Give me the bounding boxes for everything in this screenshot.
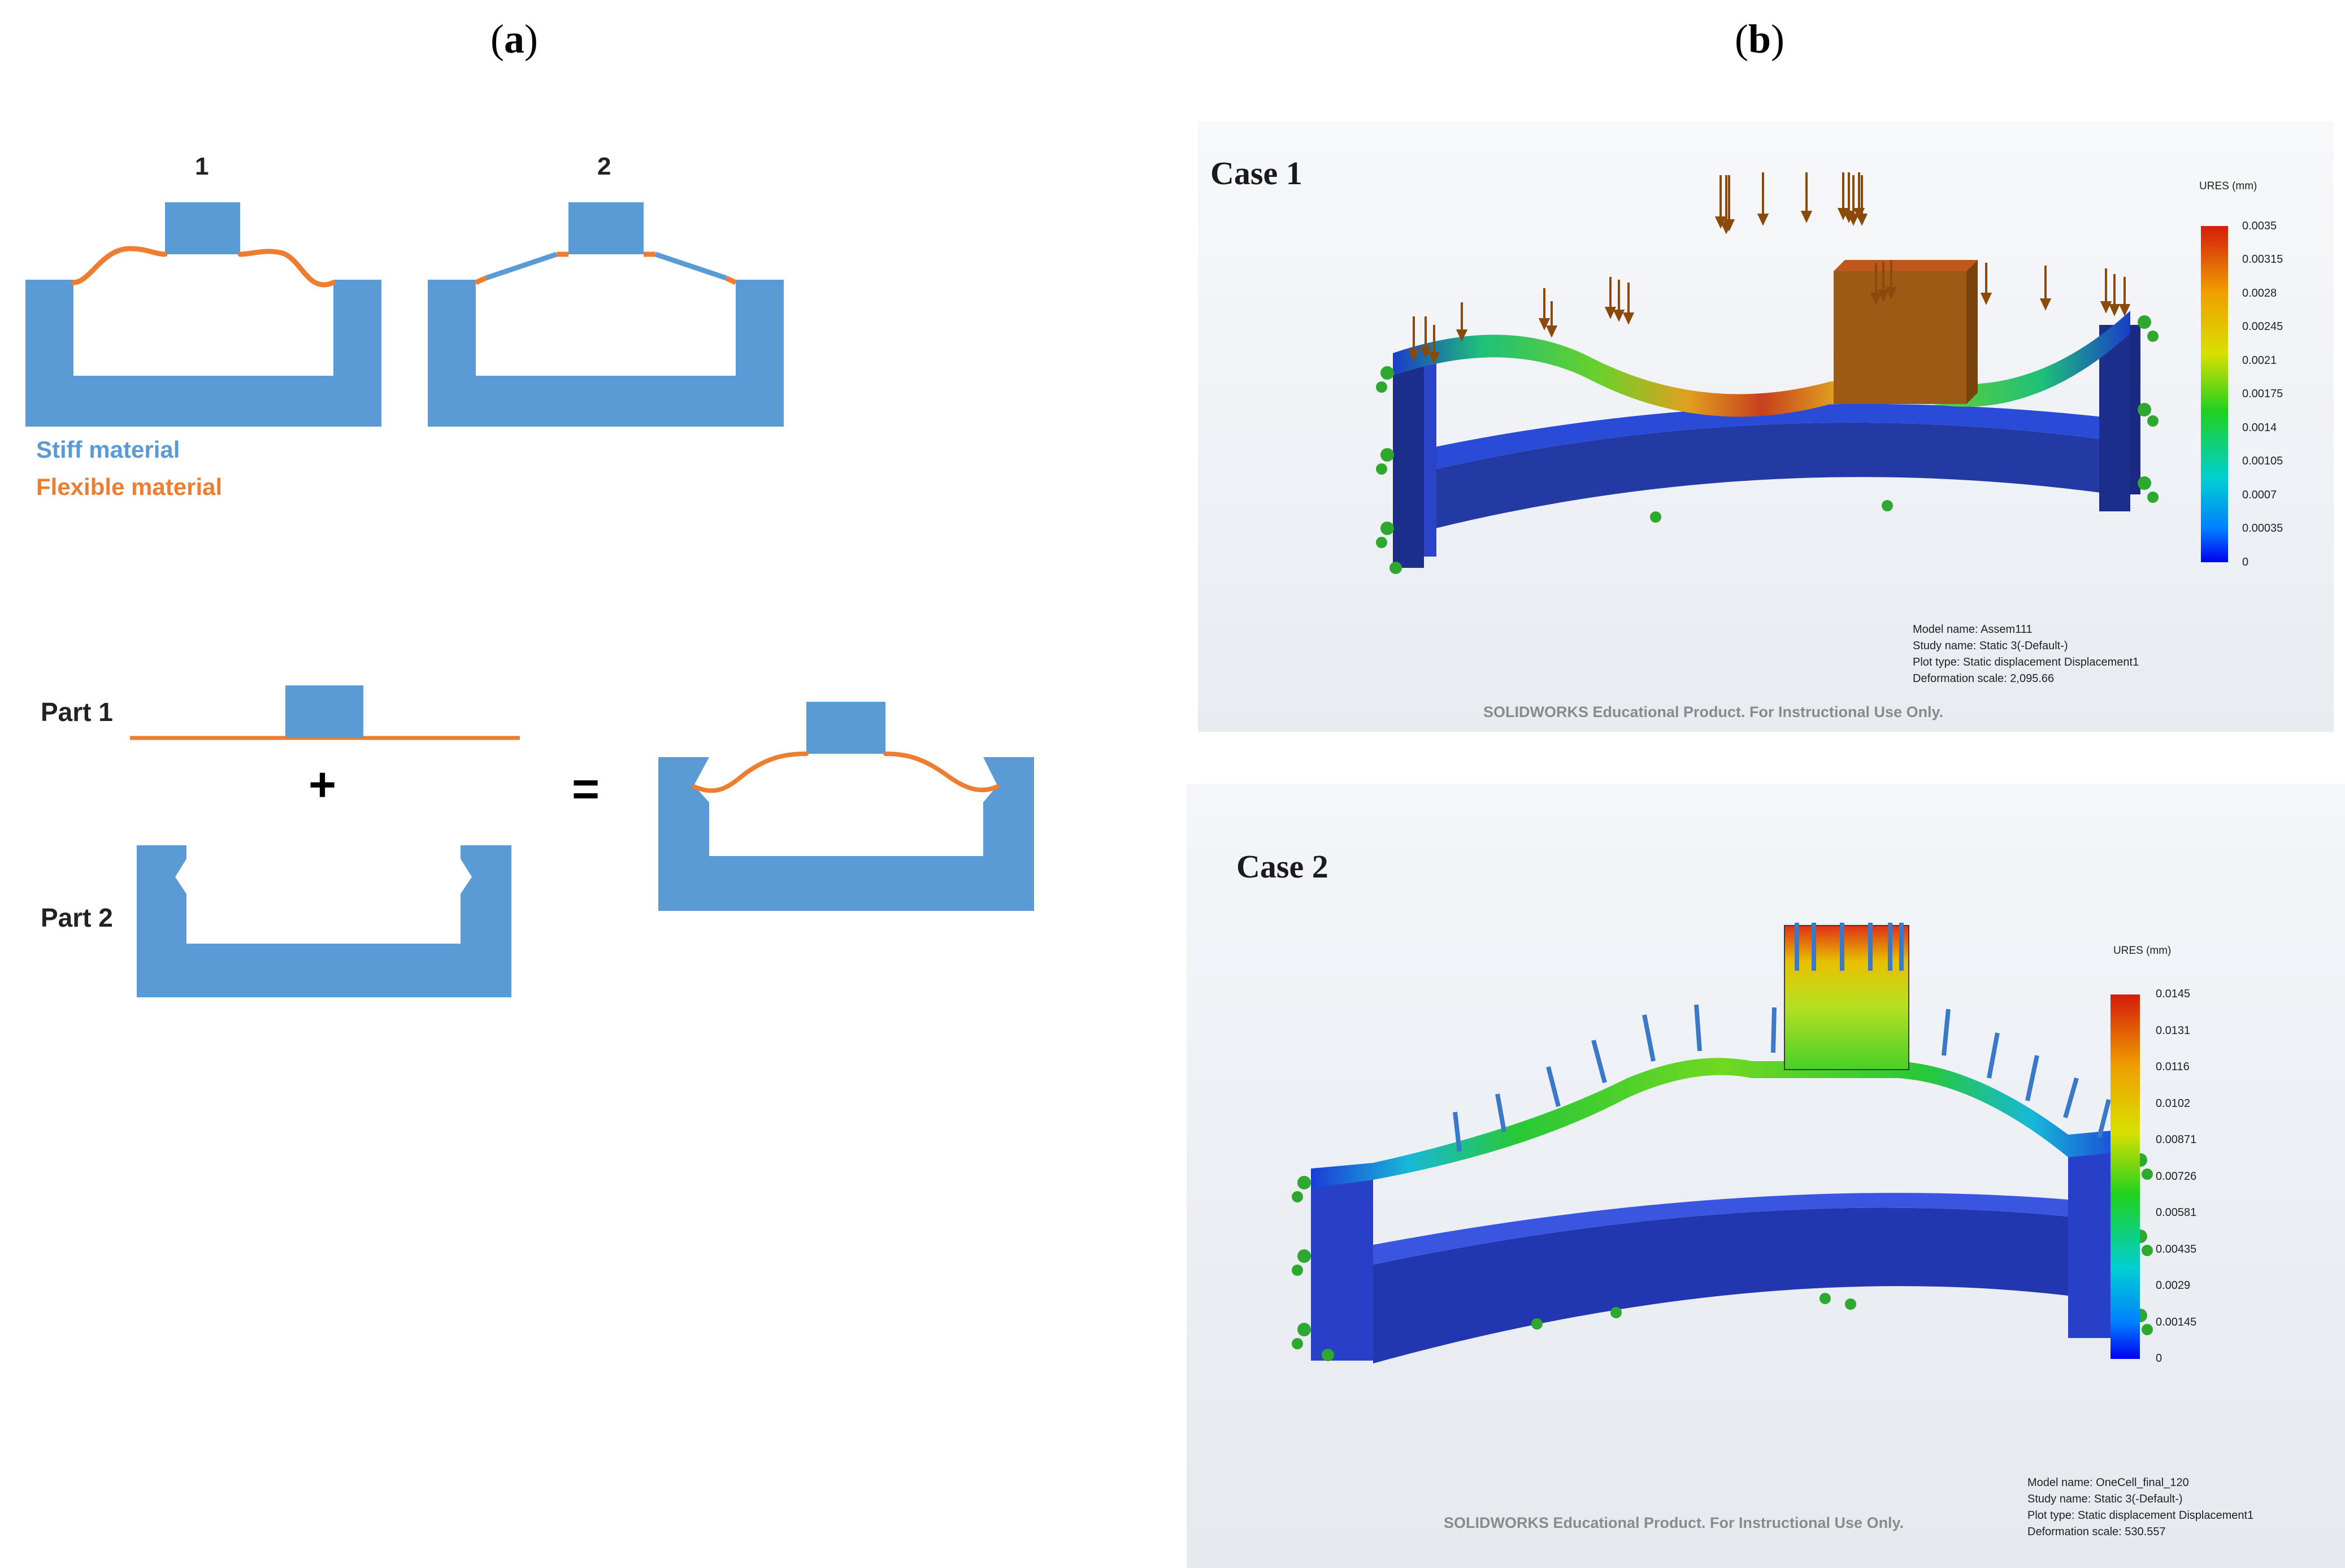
case-2-simulation: Case 2 bbox=[1187, 784, 2345, 1568]
equals-sign: = bbox=[572, 762, 600, 815]
case-1-model-name: Model name: Assem111 bbox=[1913, 623, 2033, 636]
legend-flexible: Flexible material bbox=[36, 474, 223, 500]
assembled-frame bbox=[658, 757, 1034, 911]
case-2-metadata: Model name: OneCell_final_120 Study name… bbox=[2027, 1475, 2253, 1540]
legend-stiff: Stiff material bbox=[36, 436, 180, 463]
case-2-tick: 0.0145 bbox=[2156, 988, 2191, 1000]
case-2-model-name: Model name: OneCell_final_120 bbox=[2027, 1476, 2189, 1489]
case-2-watermark: SOLIDWORKS Educational Product. For Inst… bbox=[1444, 1514, 1904, 1531]
case-2-tick: 0.00435 bbox=[2156, 1243, 2197, 1256]
stiff-block-1 bbox=[165, 202, 240, 254]
case-1-tick: 0 bbox=[2242, 556, 2249, 568]
variant-1-label: 1 bbox=[195, 153, 209, 180]
case-1-study-name: Study name: Static 3(-Default-) bbox=[1913, 640, 2068, 652]
assembled-block bbox=[806, 702, 885, 754]
case-2-tick: 0.00871 bbox=[2156, 1133, 2197, 1146]
part-1-diagram bbox=[130, 685, 520, 740]
stiff-block-2 bbox=[568, 202, 644, 254]
variant-2-diagram bbox=[428, 202, 784, 427]
case-2-tick: 0.00581 bbox=[2156, 1206, 2197, 1219]
rigid-link-right bbox=[654, 251, 727, 281]
case-2-study-name: Study name: Static 3(-Default-) bbox=[2027, 1493, 2183, 1505]
case-1-tick: 0.00315 bbox=[2242, 253, 2283, 266]
case-1-title: Case 1 bbox=[1210, 155, 1302, 192]
part-2-frame bbox=[137, 845, 511, 997]
variant-2-label: 2 bbox=[597, 153, 611, 180]
case-1-model bbox=[1376, 172, 2228, 574]
case-2-plot-type: Plot type: Static displacement Displacem… bbox=[2027, 1509, 2254, 1522]
part-1-block bbox=[285, 685, 363, 738]
case-2-tick: 0.0102 bbox=[2156, 1097, 2191, 1110]
case-2-tick: 0 bbox=[2156, 1352, 2162, 1365]
case-2-legend-title: URES (mm) bbox=[2113, 945, 2172, 957]
assembled-diagram bbox=[658, 702, 1034, 911]
plus-sign: + bbox=[309, 758, 337, 811]
case-1-tick: 0.0035 bbox=[2242, 220, 2277, 232]
case-1-tick: 0.0014 bbox=[2242, 422, 2277, 434]
stiff-frame-2 bbox=[428, 280, 784, 427]
case-1-tick: 0.0021 bbox=[2242, 354, 2277, 367]
case-1-simulation: Case 1 bbox=[1198, 121, 2334, 732]
flexible-hinges-2 bbox=[475, 251, 737, 285]
case-1-tick: 0.00175 bbox=[2242, 388, 2283, 400]
part-1-label: Part 1 bbox=[41, 697, 113, 727]
panel-b-label: (b) bbox=[1735, 16, 1785, 62]
panel-a-label: (a) bbox=[490, 16, 538, 62]
case-2-model bbox=[1292, 923, 2153, 1363]
case-1-watermark: SOLIDWORKS Educational Product. For Inst… bbox=[1483, 703, 1944, 720]
case-1-metadata: Model name: Assem111 Study name: Static … bbox=[1913, 622, 2139, 687]
case-2-tick: 0.00726 bbox=[2156, 1170, 2197, 1183]
case-1-plot-type: Plot type: Static displacement Displacem… bbox=[1913, 656, 2139, 668]
stiff-frame-1 bbox=[25, 280, 381, 427]
case-1-tick: 0.0028 bbox=[2242, 287, 2277, 299]
case-1-tick: 0.00035 bbox=[2242, 522, 2283, 535]
case-1-deformation-scale: Deformation scale: 2,095.66 bbox=[1913, 672, 2055, 685]
case-1-tick: 0.0007 bbox=[2242, 489, 2277, 501]
flexible-membrane-1 bbox=[71, 246, 336, 288]
rigid-link-left bbox=[485, 251, 558, 281]
assembled-membrane bbox=[692, 752, 1000, 793]
case-1-tick: 0.00105 bbox=[2242, 455, 2283, 467]
case-2-title: Case 2 bbox=[1236, 848, 1328, 885]
panel-a-diagram bbox=[25, 202, 1034, 997]
part-2-label: Part 2 bbox=[41, 903, 113, 932]
variant-1-diagram bbox=[25, 202, 381, 427]
case-1-legend-title: URES (mm) bbox=[2199, 180, 2257, 192]
case-2-deformation-scale: Deformation scale: 530.557 bbox=[2027, 1526, 2166, 1538]
case-1-tick: 0.00245 bbox=[2242, 320, 2283, 333]
case-2-tick: 0.0029 bbox=[2156, 1279, 2191, 1292]
case-2-tick: 0.0131 bbox=[2156, 1024, 2191, 1037]
case-2-tick: 0.0116 bbox=[2156, 1061, 2190, 1073]
case-2-tick: 0.00145 bbox=[2156, 1316, 2197, 1328]
